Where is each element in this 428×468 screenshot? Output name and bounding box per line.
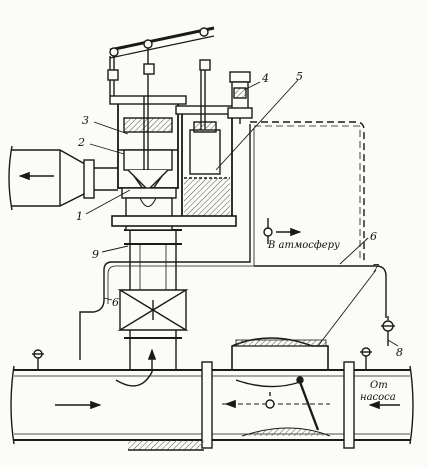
label-7: 7 (372, 262, 379, 275)
label-3: 3 (82, 114, 89, 127)
leader-lines (85, 79, 399, 347)
outlet-pipe (8, 145, 118, 211)
pipe-cocks (32, 316, 395, 370)
vacuum-pump (107, 26, 239, 231)
label-9: 9 (92, 248, 99, 261)
label-6-right: 6 (370, 230, 377, 243)
ground-support (128, 440, 204, 451)
vertical-pipe (115, 229, 189, 387)
label-6-left: 6 (112, 296, 119, 309)
relief-valve (227, 71, 253, 124)
caption-from: От (370, 380, 388, 391)
caption-pump: насоса (360, 392, 396, 403)
label-1: 1 (76, 210, 83, 223)
label-2: 2 (77, 136, 85, 149)
check-valve (222, 337, 331, 437)
label-4: 4 (261, 72, 269, 85)
connecting-tubes (79, 121, 387, 360)
caption-atmosphere: В атмосферу (267, 240, 340, 251)
label-8: 8 (396, 346, 403, 359)
main-pipeline (10, 361, 414, 449)
label-5: 5 (296, 70, 303, 83)
